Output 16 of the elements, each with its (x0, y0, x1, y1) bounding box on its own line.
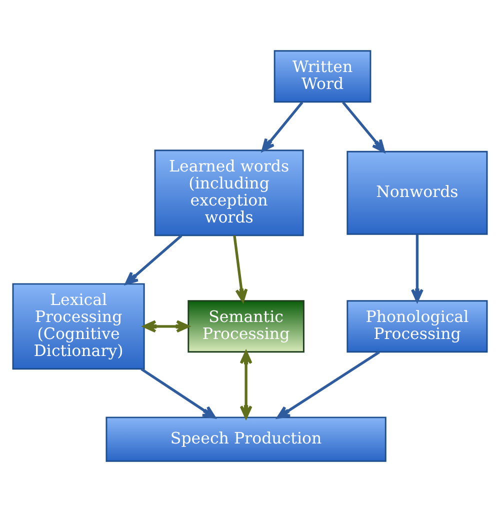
node-box: Written Word (274, 50, 372, 102)
arrow (125, 234, 182, 284)
node-box: Semantic Processing (188, 300, 304, 352)
arrow (233, 234, 248, 302)
arrow (240, 350, 252, 418)
arrow (410, 234, 424, 302)
arrow (140, 367, 216, 418)
node-box: Lexical Processing (Cognitive Dictionary) (12, 282, 145, 370)
arrow (262, 100, 304, 152)
arrow (342, 100, 385, 152)
node-box: Speech Production (106, 416, 386, 462)
node-box: Nonwords (346, 150, 488, 234)
arrow (142, 320, 190, 332)
node-box: Learned words (including exception words (154, 149, 304, 236)
arrow (276, 350, 380, 418)
node-box: Phonological Processing (346, 300, 488, 352)
